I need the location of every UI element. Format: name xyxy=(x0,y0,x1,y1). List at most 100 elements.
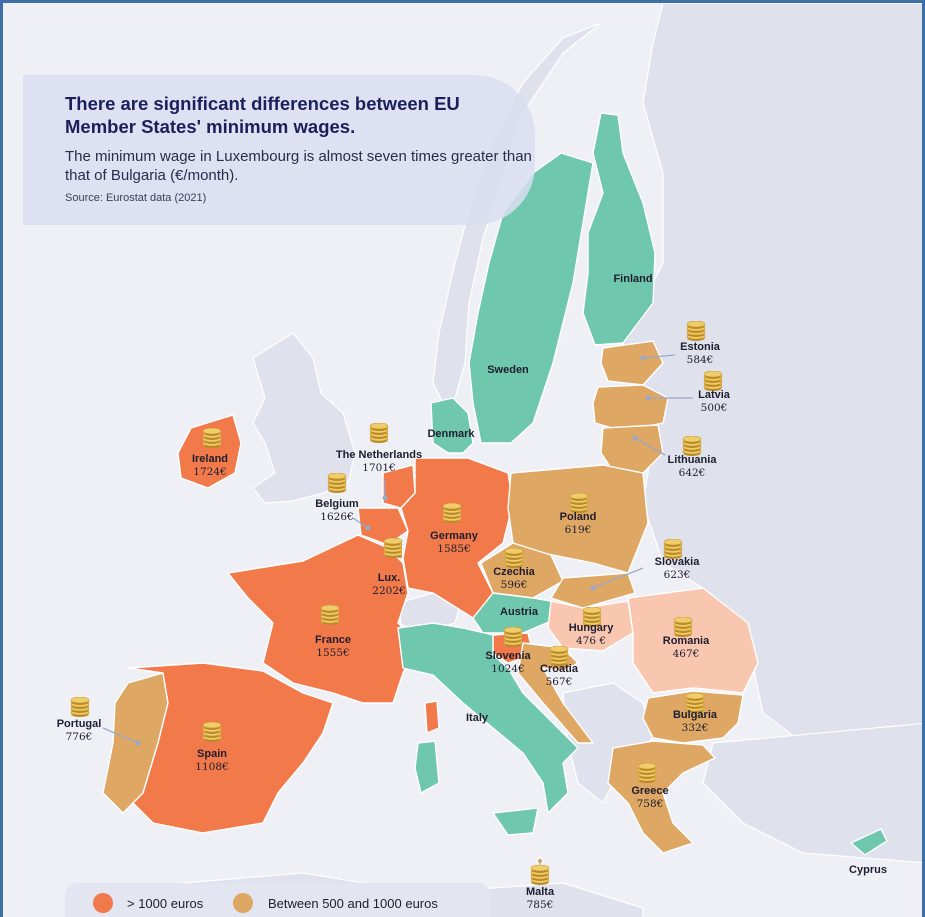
wage-value: 476 € xyxy=(575,634,607,647)
country-name: Sweden xyxy=(487,364,529,376)
wage-value: 1108€ xyxy=(195,760,229,773)
uk-land xyxy=(252,332,356,504)
wage-value: 785€ xyxy=(526,898,554,911)
country-sicily xyxy=(492,807,539,836)
country-name: Ireland xyxy=(191,453,229,465)
wage-value: 567€ xyxy=(545,675,573,688)
label-hungary: Hungary 476 € xyxy=(569,622,614,647)
coin-stack-icon xyxy=(201,427,223,450)
wage-value: 500€ xyxy=(700,401,728,414)
country-greece xyxy=(607,740,716,854)
label-slovakia: Slovakia 623€ xyxy=(655,556,700,581)
coin-stack-icon xyxy=(382,537,404,560)
country-belgium xyxy=(357,507,409,546)
country-romania xyxy=(627,587,759,694)
wage-value: 1724€ xyxy=(193,465,227,478)
wage-value: 642€ xyxy=(678,466,706,479)
wage-value: 1555€ xyxy=(316,646,350,659)
country-sweden xyxy=(468,152,594,444)
country-bulgaria xyxy=(642,690,744,744)
country-italy xyxy=(397,622,579,814)
coin-stack-icon xyxy=(502,626,524,649)
country-name: Spain xyxy=(197,748,227,760)
label-sweden: Sweden xyxy=(487,364,529,377)
info-panel: There are significant differences betwee… xyxy=(23,75,535,225)
country-name: Czechia xyxy=(493,566,535,578)
country-name: The Netherlands xyxy=(335,449,423,461)
country-latvia xyxy=(592,384,669,432)
country-name: Croatia xyxy=(540,663,578,675)
country-name: Belgium xyxy=(315,498,359,510)
label-lithuania: Lithuania 642€ xyxy=(668,454,717,479)
label-romania: Romania 467€ xyxy=(663,635,709,660)
label-luxembourg: Lux. 2202€ xyxy=(372,572,405,597)
wage-value: 2202€ xyxy=(372,584,406,597)
label-ireland: Ireland 1724€ xyxy=(192,453,228,478)
label-pointers xyxy=(102,354,693,873)
wage-value: 1701€ xyxy=(362,461,396,474)
country-name: Slovakia xyxy=(654,556,700,568)
coin-stack-icon xyxy=(503,547,525,570)
country-corsica xyxy=(424,700,440,734)
coin-stack-icon xyxy=(684,692,706,715)
country-name: France xyxy=(314,634,352,646)
map-subtitle: The minimum wage in Luxembourg is almost… xyxy=(65,148,532,185)
wage-value: 584€ xyxy=(686,353,714,366)
label-latvia: Latvia 500€ xyxy=(698,389,730,414)
country-name: Malta xyxy=(525,886,555,898)
wage-value: 623€ xyxy=(663,568,691,581)
label-bulgaria: Bulgaria 332€ xyxy=(673,709,717,734)
coin-stack-icon xyxy=(319,604,341,627)
label-france: France 1555€ xyxy=(315,634,351,659)
legend-swatch-high xyxy=(93,893,113,913)
label-cyprus: Cyprus xyxy=(849,864,887,877)
turkey-land xyxy=(702,722,922,864)
legend-label-high: > 1000 euros xyxy=(127,896,204,911)
coin-stack-icon xyxy=(662,538,684,561)
label-finland: Finland xyxy=(613,273,652,286)
country-croatia xyxy=(517,642,594,744)
legend: > 1000 euros Between 500 and 1000 euros xyxy=(65,883,490,917)
coin-stack-icon xyxy=(672,616,694,639)
map-title: There are significant differences betwee… xyxy=(65,93,460,137)
country-name: Italy xyxy=(465,712,489,724)
country-finland xyxy=(582,112,656,346)
coin-stack-icon xyxy=(685,320,707,343)
coin-stack-icon xyxy=(326,472,348,495)
coin-stack-icon xyxy=(441,502,463,525)
country-name: Poland xyxy=(559,511,597,523)
coin-stack-icon xyxy=(568,492,590,515)
country-name: Austria xyxy=(500,606,538,618)
label-slovenia: Slovenia 1024€ xyxy=(485,650,530,675)
country-name: Hungary xyxy=(568,622,614,634)
country-spain xyxy=(127,662,334,834)
coin-stack-icon xyxy=(681,435,703,458)
country-name: Latvia xyxy=(698,389,730,401)
wage-value: 619€ xyxy=(564,523,592,536)
label-austria: Austria xyxy=(500,606,538,619)
country-poland xyxy=(507,464,649,574)
wage-value: 1626€ xyxy=(320,510,354,523)
country-name: Portugal xyxy=(56,718,102,730)
country-name: Finland xyxy=(613,273,653,285)
label-estonia: Estonia 584€ xyxy=(680,341,720,366)
label-malta: Malta 785€ xyxy=(526,886,554,911)
country-name: Denmark xyxy=(427,428,475,440)
country-ireland xyxy=(177,414,242,489)
wage-value: 1024€ xyxy=(491,662,525,675)
country-name: Estonia xyxy=(680,341,720,353)
coin-stack-icon xyxy=(69,696,91,719)
label-spain: Spain 1108€ xyxy=(195,748,228,773)
wage-value: 1585€ xyxy=(437,542,471,555)
label-germany: Germany 1585€ xyxy=(430,530,478,555)
coin-stack-icon xyxy=(581,606,603,629)
country-name: Bulgaria xyxy=(672,709,718,721)
country-name: Slovenia xyxy=(485,650,531,662)
legend-swatch-mid xyxy=(233,893,253,913)
label-czechia: Czechia 596€ xyxy=(493,566,535,591)
label-belgium: Belgium 1626€ xyxy=(315,498,358,523)
label-croatia: Croatia 567€ xyxy=(540,663,578,688)
label-greece: Greece 758€ xyxy=(631,785,668,810)
wage-value: 467€ xyxy=(672,647,700,660)
